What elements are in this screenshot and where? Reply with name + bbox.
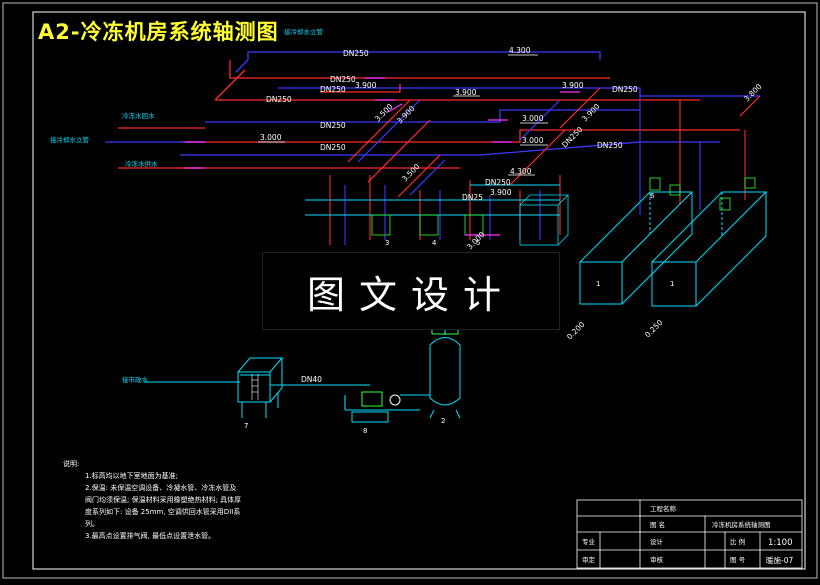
elevation: 3.900 (455, 88, 477, 97)
equipment-number: 1 (670, 280, 674, 288)
tb-scale: 1:100 (768, 538, 793, 548)
tb-scale-label: 比 例 (730, 537, 745, 546)
elevation: 3.500 (373, 102, 395, 124)
elevation-underlines (258, 54, 548, 176)
cooling-tower-2 (651, 191, 768, 307)
elevation: 4.300 (510, 167, 532, 176)
tb-drawing-no: 暖施-07 (766, 555, 793, 565)
pipe-label: DN250 (266, 95, 292, 104)
pipe-label: DN250 (320, 121, 346, 130)
elevation: 0.250 (643, 318, 665, 340)
expansion-tank (429, 327, 461, 419)
tank-ladder (251, 374, 259, 400)
pipe-label: DN250 (343, 49, 369, 58)
title-block-frame (576, 499, 803, 569)
tb-cell: 专业 (582, 537, 596, 546)
elevation: 3.500 (400, 162, 422, 184)
elevation: 4.300 (509, 46, 531, 55)
elevation: 3.900 (562, 81, 584, 90)
pipe-label: DN250 (320, 85, 346, 94)
water-tank (237, 357, 284, 418)
notes-line: 3.最高点设置排气阀, 最低点设置泄水管。 (85, 532, 216, 540)
watermark-banner: 图文设计 (262, 252, 560, 330)
pipe-label: DN250 (612, 85, 638, 94)
equipment-number: 1 (596, 280, 600, 288)
equipment-number: 4 (432, 239, 437, 247)
elevation: 3.000 (260, 133, 282, 142)
elevation: 3.900 (355, 81, 377, 90)
equipment-number: 7 (244, 422, 248, 430)
pipe-name: 接冷却水立管 (50, 135, 90, 144)
pipe-label: DN250 (597, 141, 623, 150)
makeup-pump (351, 391, 401, 423)
equipment-number: 3 (385, 239, 389, 247)
tb-cell: 设计 (650, 537, 664, 546)
equipment-number: 5 (476, 239, 480, 247)
cyan-header (305, 184, 560, 216)
pipe-label: DN250 (560, 125, 585, 150)
inner-frame (32, 11, 806, 570)
elevation: 0.200 (565, 320, 587, 342)
pipe-label: DN250 (320, 143, 346, 152)
pipe-name: 冷冻水回水 (122, 111, 155, 120)
pipe-name: 冷冻水供水 (125, 159, 158, 168)
pipe-name: 接冷却水立管 (284, 27, 324, 36)
elevation: 3.900 (490, 188, 512, 197)
notes-line: 1.标高均以地下室地面为基准; (85, 472, 179, 480)
pipe-label: DN25 (462, 193, 483, 202)
tower-connectors (649, 177, 756, 211)
pipe-label: DN40 (301, 375, 322, 384)
notes-line: 2.保温: 未保温空调设备、冷凝水管、冷冻水管及阀门均须保温; 保温材料采用橡塑… (85, 484, 242, 528)
elevation: 3.000 (522, 136, 544, 145)
tb-drawing-name: 冷冻机房系统轴测图 (712, 520, 771, 529)
valve-marks (185, 77, 580, 236)
equipment-number: 6 (650, 192, 655, 200)
design-notes: 说明: 1.标高均以地下室地面为基准; 2.保温: 未保温空调设备、冷凝水管、冷… (63, 458, 243, 542)
drawing-title: A2-冷冻机房系统轴测图 (38, 20, 279, 44)
notes-heading: 说明: (63, 460, 80, 468)
diagonal-risers (347, 87, 761, 198)
elevation: 3.800 (742, 82, 764, 104)
equipment-number: 2 (441, 417, 445, 425)
elevation: 3.000 (522, 114, 544, 123)
pipe-label: DN250 (330, 75, 356, 84)
cooling-tower-1 (579, 191, 694, 305)
pipe-name: 接市政水 (122, 375, 149, 384)
tb-cell: 审定 (582, 555, 596, 564)
tb-no-label: 图 号 (730, 556, 746, 564)
tb-project: 工程名称 (650, 504, 677, 513)
top-blue-main (180, 51, 760, 156)
equipment-number: 8 (363, 427, 367, 435)
tb-cell: 审核 (650, 555, 664, 564)
pipe-label: DN250 (485, 178, 511, 187)
tb-drawing-label: 图 名 (650, 520, 665, 529)
top-red-main (180, 60, 740, 169)
